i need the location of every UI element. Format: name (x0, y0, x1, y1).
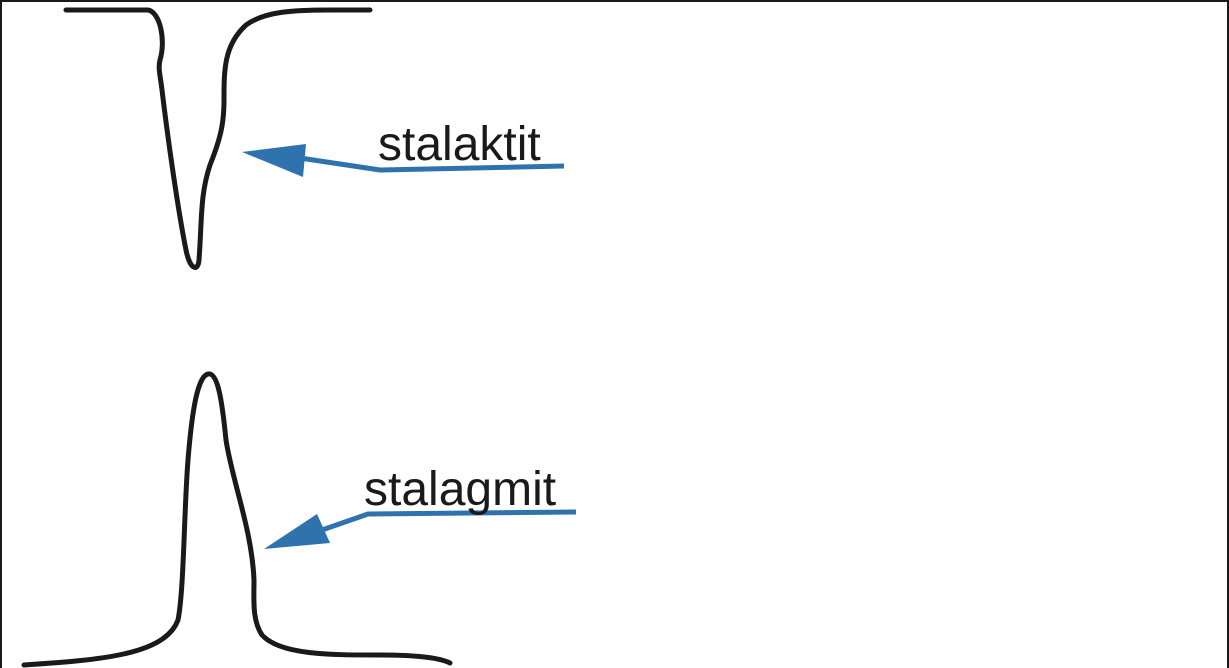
stalactite-arrow-shaft (299, 155, 565, 173)
stalactite-label: stalaktit (378, 118, 541, 171)
stalagmite-label: stalagmit (364, 463, 556, 516)
stalagmite-arrow-shaft (321, 509, 577, 533)
stalactite-outline (63, 7, 373, 270)
stalagmite-outline (21, 371, 453, 668)
stalagmite-arrow-head (264, 514, 330, 549)
stalactite-arrow-head (242, 144, 306, 177)
